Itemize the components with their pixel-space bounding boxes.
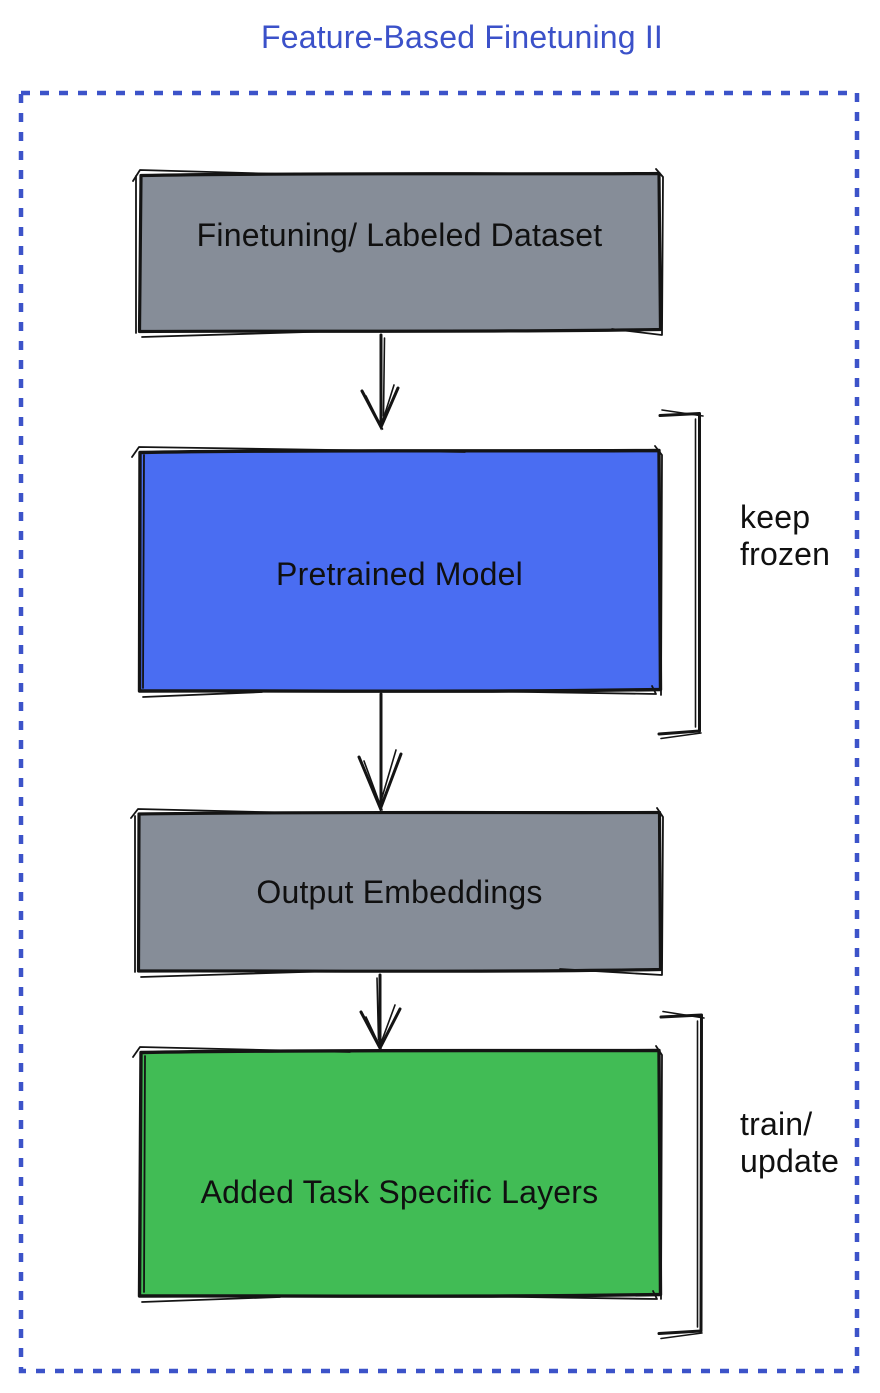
box-finetuning-dataset bbox=[132, 168, 664, 338]
box-label-pretrained-model: Pretrained Model bbox=[276, 555, 523, 592]
keep-frozen-bracket bbox=[657, 409, 704, 740]
box-pretrained-model bbox=[131, 445, 663, 698]
box-label-task-specific-layers: Added Task Specific Layers bbox=[200, 1173, 599, 1210]
arrow-dataset-to-model bbox=[360, 333, 400, 431]
train-update-bracket-sketch bbox=[660, 1010, 705, 1340]
box-label-output-embeddings: Output Embeddings bbox=[256, 873, 543, 910]
diagram-title: Feature-Based Finetuning II bbox=[260, 19, 664, 55]
dashed-border bbox=[18, 90, 860, 1374]
keep-frozen-bracket-sketch bbox=[660, 409, 704, 740]
box-label-finetuning-dataset: Finetuning/ Labeled Dataset bbox=[196, 217, 603, 253]
annotation-train-update: train/ update bbox=[740, 1106, 840, 1179]
box-task-specific-layers-sketch bbox=[132, 1045, 663, 1303]
train-update-bracket bbox=[657, 1010, 705, 1340]
arrow-embeddings-to-layers bbox=[359, 973, 402, 1052]
box-pretrained-model-sketch bbox=[131, 445, 663, 698]
box-output-embeddings-rect bbox=[136, 810, 663, 973]
annotation-keep-frozen: keep frozen bbox=[740, 499, 831, 572]
box-finetuning-dataset-sketch bbox=[132, 168, 664, 338]
arrow-model-to-embeddings bbox=[357, 692, 403, 813]
box-finetuning-dataset-rect bbox=[137, 171, 663, 334]
box-output-embeddings bbox=[130, 807, 664, 978]
box-output-embeddings-sketch bbox=[130, 807, 664, 978]
box-task-specific-layers bbox=[132, 1045, 663, 1303]
